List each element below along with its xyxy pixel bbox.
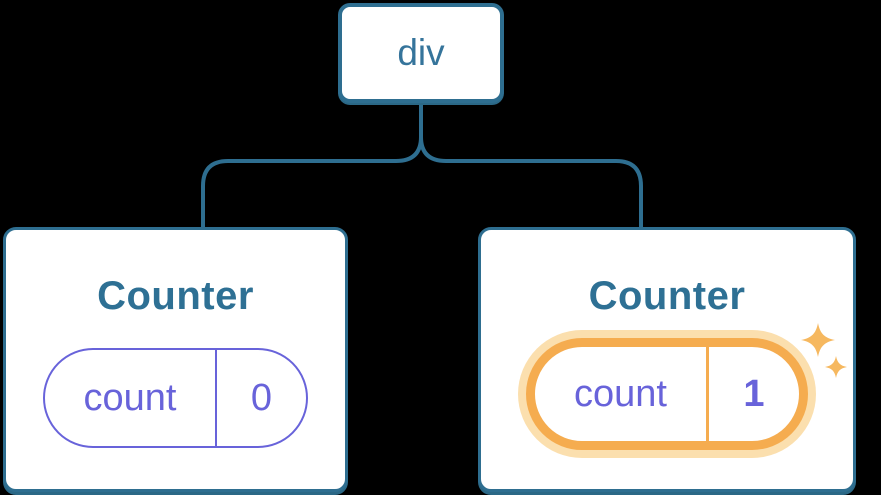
component-title: Counter (97, 274, 254, 318)
connector-right-branch (419, 135, 643, 232)
state-key: count (535, 347, 709, 441)
state-pill: count 0 (43, 348, 308, 448)
sparkle-icon (801, 323, 847, 378)
state-pill-highlighted: count 1 (526, 338, 808, 450)
component-title: Counter (588, 274, 746, 318)
state-key: count (45, 350, 217, 446)
counter-card-right-highlighted: Counter count 1 (478, 227, 856, 492)
sparkle-large-icon (801, 323, 835, 357)
state-value: 0 (250, 376, 273, 419)
root-node-div: div (338, 3, 504, 103)
root-node-label: div (397, 32, 445, 73)
sparkle-small-icon (825, 356, 847, 378)
state-value: 1 (743, 372, 765, 415)
connector-left-branch (201, 101, 423, 232)
counter-card-left: Counter count 0 (3, 227, 348, 492)
